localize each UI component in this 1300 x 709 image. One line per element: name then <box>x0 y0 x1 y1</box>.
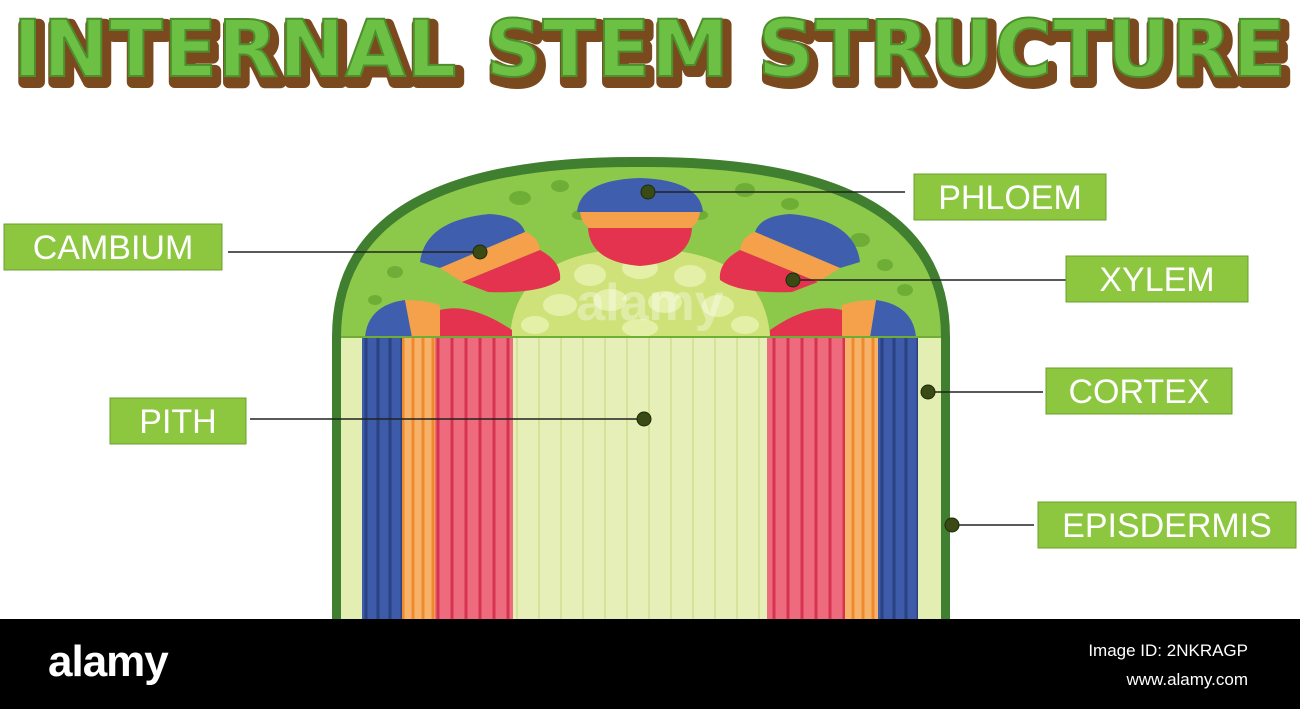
xylem-band-right <box>767 338 845 619</box>
leader-points <box>472 184 960 533</box>
footer-logo: alamy <box>48 637 169 686</box>
stem <box>332 156 950 620</box>
label-epidermis: EPISDERMIS <box>1037 501 1297 549</box>
cambium-band-right <box>845 338 878 619</box>
label-epidermis-text: EPISDERMIS <box>1062 507 1272 545</box>
label-pith-text: PITH <box>139 403 216 441</box>
cortex-point <box>920 384 936 400</box>
cambium-band-left <box>402 338 435 619</box>
pith-point <box>636 411 652 427</box>
title-group: INTERNAL STEM STRUCTURE INTERNAL STEM ST… <box>11 4 1296 107</box>
leader-lines <box>228 191 1068 526</box>
label-xylem: XYLEM <box>1065 255 1249 303</box>
label-cambium: CAMBIUM <box>3 223 223 271</box>
label-xylem-text: XYLEM <box>1099 261 1214 299</box>
phloem-point <box>640 184 656 200</box>
xylem-point <box>785 272 801 288</box>
xylem-band-left <box>435 338 513 619</box>
vascular-bundle-lower-left <box>365 300 512 337</box>
epidermis-point <box>944 517 960 533</box>
phloem-band-right <box>878 338 918 619</box>
cortex-band-left <box>341 338 362 619</box>
pith-column <box>513 338 767 619</box>
label-cambium-text: CAMBIUM <box>33 229 194 267</box>
vascular-bundle-lower-right <box>770 300 916 337</box>
cortex-band-right <box>918 338 941 619</box>
cambium-point <box>472 244 488 260</box>
footer-site: www.alamy.com <box>1126 670 1248 689</box>
phloem-band-left <box>362 338 402 619</box>
title-shadow: INTERNAL STEM STRUCTURE <box>17 11 1291 101</box>
vascular-bundle-left <box>420 214 561 293</box>
vascular-bundle-top <box>577 178 703 266</box>
label-cortex: CORTEX <box>1045 367 1233 415</box>
stock-footer: alamy Image ID: 2NKRAGP www.alamy.com <box>0 619 1300 709</box>
watermark: alamy <box>576 274 724 332</box>
pith-dome <box>510 248 770 337</box>
label-cortex-text: CORTEX <box>1068 373 1209 411</box>
title: INTERNAL STEM STRUCTURE <box>13 5 1287 95</box>
footer-image-id: Image ID: 2NKRAGP <box>1088 641 1248 660</box>
label-phloem: PHLOEM <box>913 173 1107 221</box>
label-pith: PITH <box>109 397 247 445</box>
label-phloem-text: PHLOEM <box>938 179 1082 217</box>
